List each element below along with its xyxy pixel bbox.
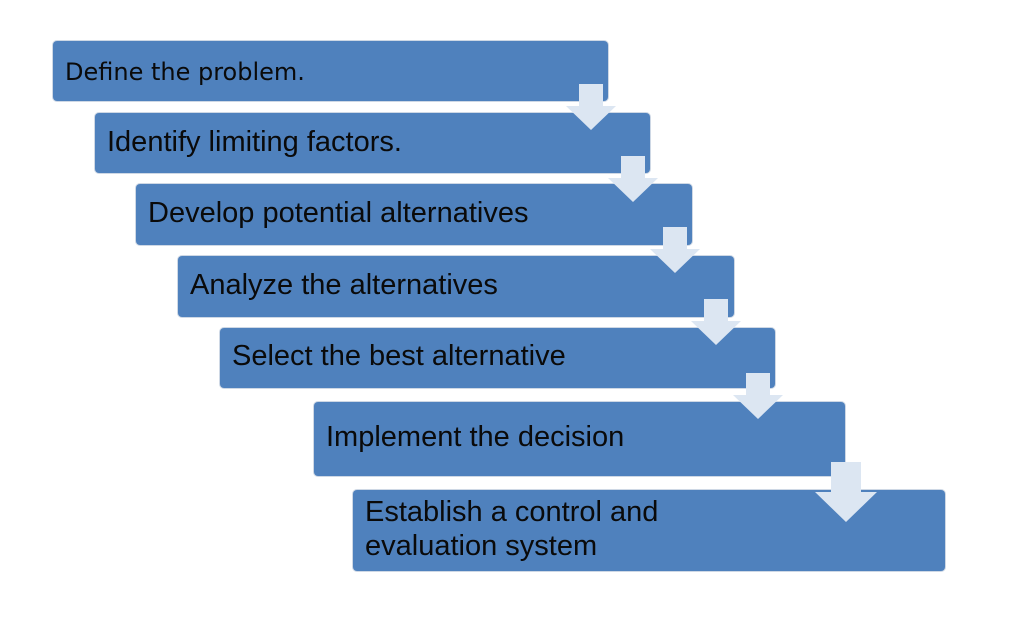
down-arrow-icon	[566, 84, 616, 130]
step-label: Select the best alternative	[232, 340, 566, 372]
down-arrow-icon	[815, 462, 877, 522]
down-arrow-shape	[566, 84, 616, 130]
step-develop-alternatives: Develop potential alternatives	[136, 184, 692, 245]
step-define-problem: Define the problem.	[53, 41, 608, 101]
down-arrow-shape	[691, 299, 741, 345]
down-arrow-icon	[650, 227, 700, 273]
step-label: Develop potential alternatives	[148, 197, 529, 229]
step-label: Establish a control and evaluation syste…	[365, 496, 659, 562]
down-arrow-shape	[815, 462, 877, 522]
step-label: Identify limiting factors.	[107, 126, 402, 158]
step-select-best-alternative: Select the best alternative	[220, 328, 775, 388]
down-arrow-shape	[650, 227, 700, 273]
down-arrow-icon	[608, 156, 658, 202]
down-arrow-icon	[733, 373, 783, 419]
step-label: Define the problem.	[65, 58, 305, 86]
step-label: Analyze the alternatives	[190, 269, 498, 301]
step-analyze-alternatives: Analyze the alternatives	[178, 256, 734, 317]
step-identify-limiting-factors: Identify limiting factors.	[95, 113, 650, 173]
down-arrow-icon	[691, 299, 741, 345]
down-arrow-shape	[608, 156, 658, 202]
step-label: Implement the decision	[326, 421, 625, 453]
down-arrow-shape	[733, 373, 783, 419]
